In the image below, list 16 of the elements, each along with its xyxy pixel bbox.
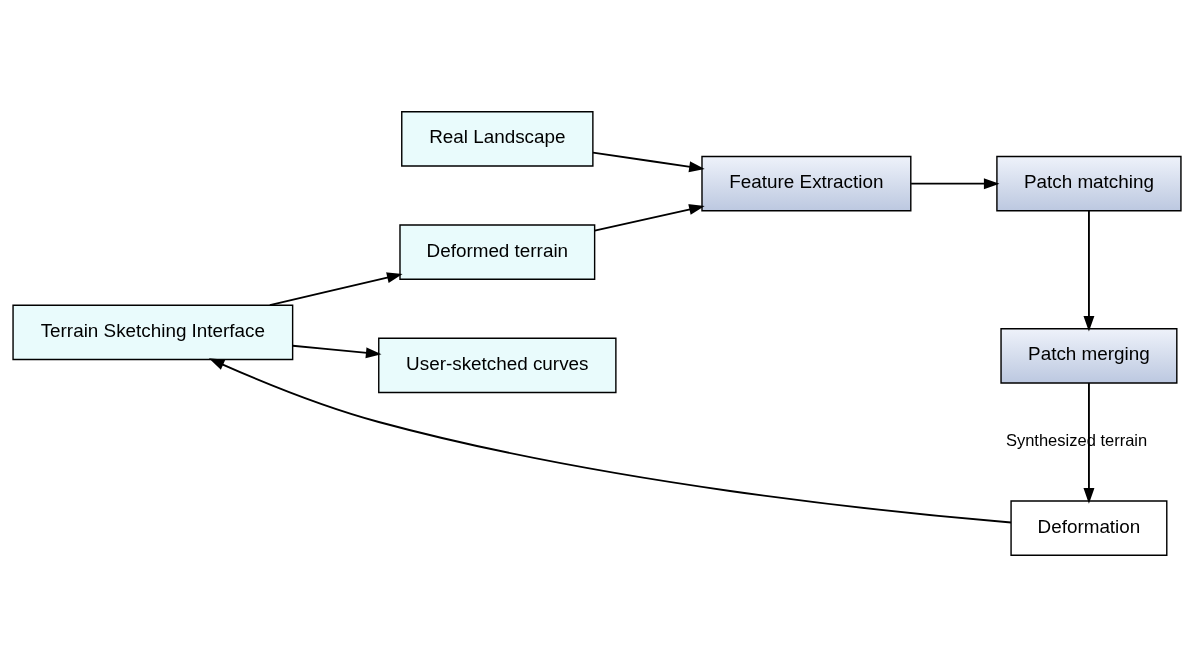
node-box: Feature Extraction xyxy=(701,155,912,211)
arrow xyxy=(910,177,1000,189)
node-box: Patch merging xyxy=(1000,327,1178,384)
arrow xyxy=(291,344,382,358)
node-box: Patch matching xyxy=(996,155,1182,211)
arrow xyxy=(1083,209,1095,331)
arrow xyxy=(208,357,1012,523)
node-box: Terrain Sketching Interface xyxy=(12,304,294,360)
arrow xyxy=(592,151,705,172)
arrow xyxy=(1083,381,1095,504)
node-box: Deformation xyxy=(1010,499,1168,556)
arrow xyxy=(268,271,403,306)
node-box: Deformed terrain xyxy=(399,223,596,280)
node-box: User-sketched curves xyxy=(378,337,617,393)
arrow xyxy=(593,203,705,232)
node-box: Real Landscape xyxy=(401,110,594,167)
